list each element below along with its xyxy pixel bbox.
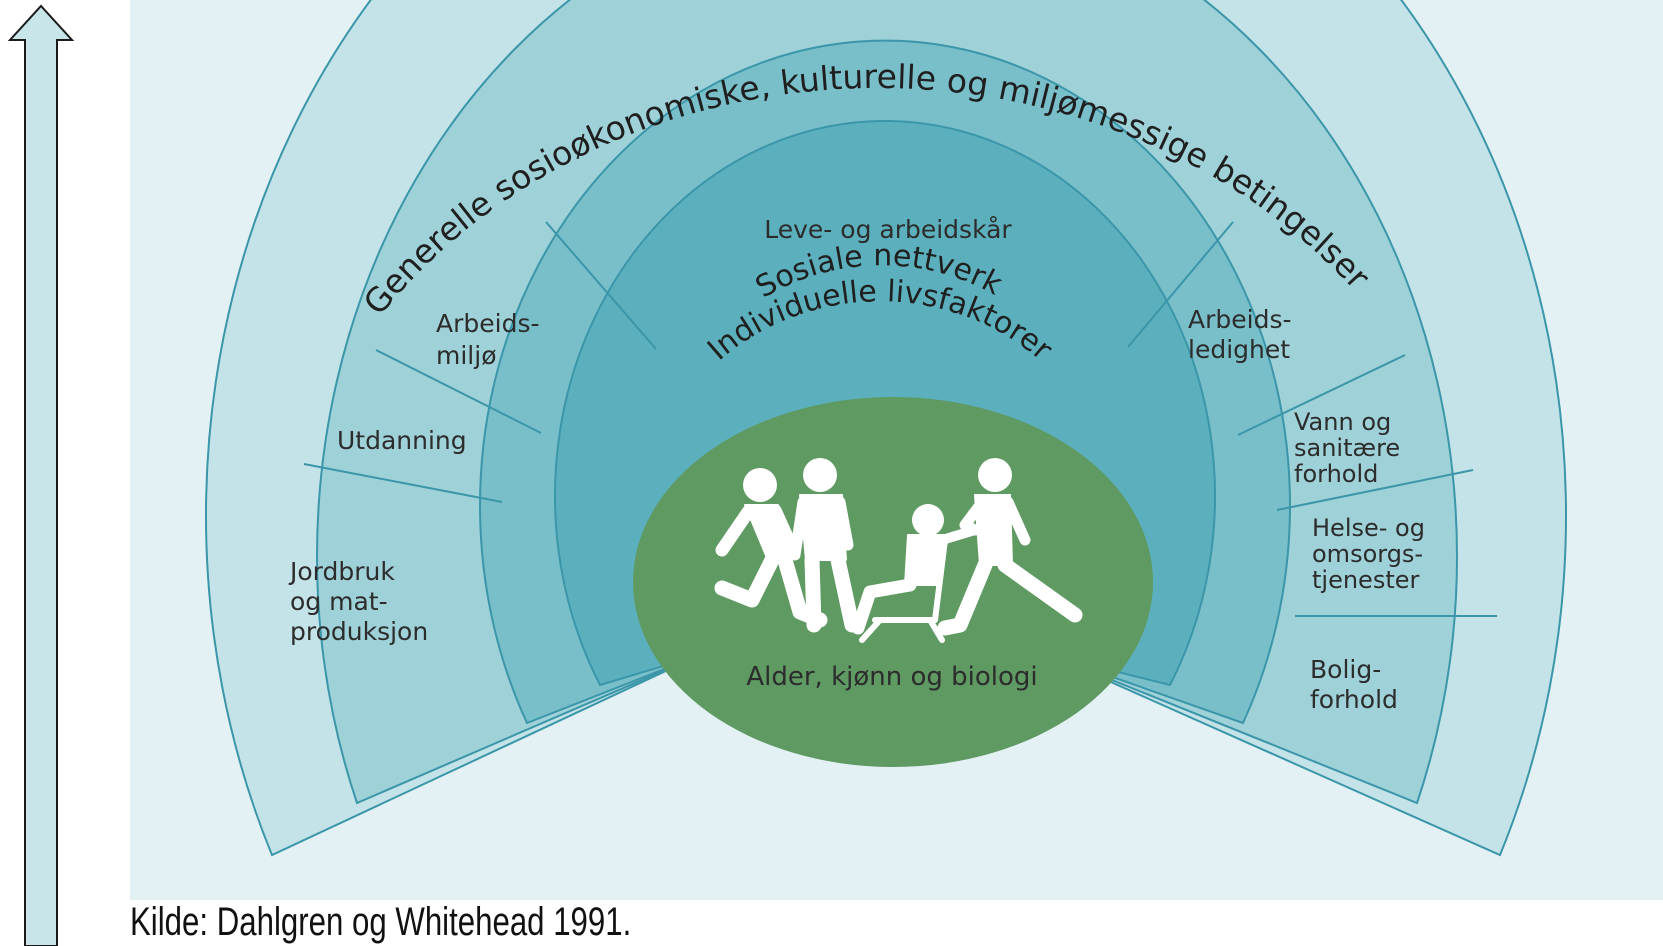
- segment-utdanning-label: Utdanning: [337, 426, 467, 455]
- segment-bolig-label: Bolig- forhold: [1310, 655, 1398, 714]
- segment-vann-label: Vann og sanitære forhold: [1294, 408, 1408, 488]
- segment-helse-label: Helse- og omsorgs- tjenester: [1312, 514, 1433, 594]
- segment-dividers: [303, 221, 1497, 617]
- segment-jordbruk-label: Jordbruk og mat- produksjon: [288, 557, 428, 646]
- segment-arbeidsmiljo-label: Arbeids- miljø: [436, 309, 547, 370]
- people-silhouette-icon: [714, 458, 1083, 643]
- source-caption: Kilde: Dahlgren og Whitehead 1991.: [130, 900, 632, 944]
- center-label: Alder, kjønn og biologi: [746, 662, 1037, 692]
- segment-arbeidsledighet-label: Arbeids- ledighet: [1188, 305, 1299, 364]
- segment-leve-label: Leve- og arbeidskår: [764, 215, 1012, 244]
- up-arrow-icon: [7, 4, 75, 946]
